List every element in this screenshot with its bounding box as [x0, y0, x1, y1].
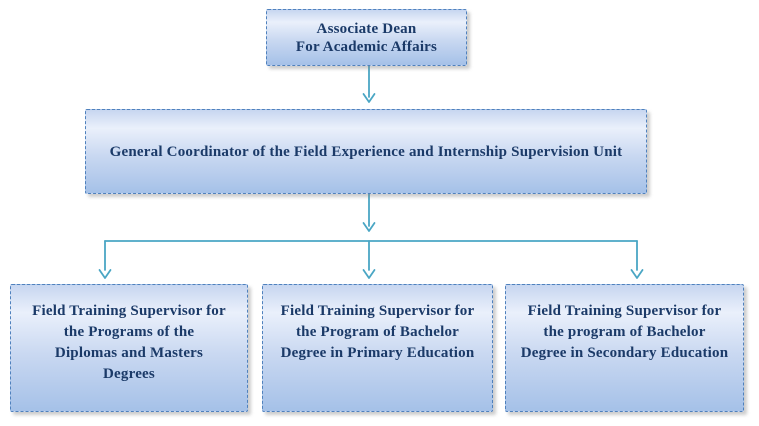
- node-supervisor-bachelor-primary: Field Training Supervisor for the Progra…: [262, 284, 493, 412]
- arrowhead-down-icon: [362, 93, 376, 103]
- arrowhead-down-icon: [630, 269, 644, 279]
- arrowhead-down-icon: [98, 269, 112, 279]
- arrowhead-down-icon: [362, 222, 376, 232]
- node-supervisor-bachelor-secondary: Field Training Supervisor for the progra…: [505, 284, 744, 412]
- node-general-coordinator: General Coordinator of the Field Experie…: [85, 109, 647, 194]
- arrowhead-down-icon: [362, 269, 376, 279]
- node-supervisor-diplomas-masters: Field Training Supervisor for the Progra…: [10, 284, 248, 412]
- node-associate-dean: Associate Dean For Academic Affairs: [266, 9, 467, 66]
